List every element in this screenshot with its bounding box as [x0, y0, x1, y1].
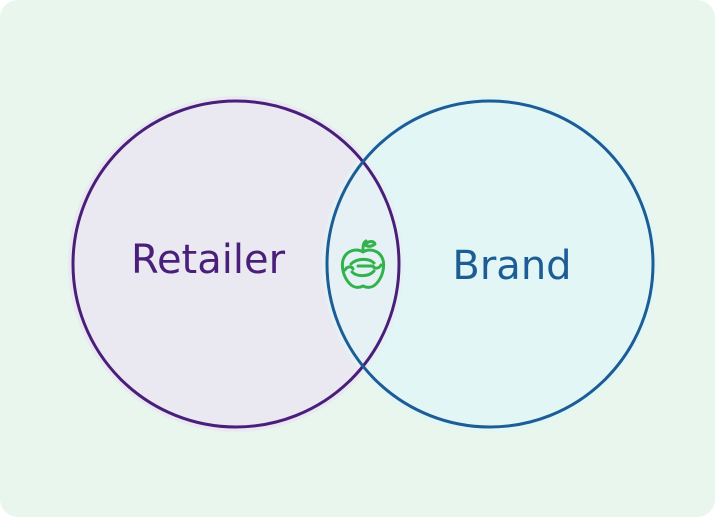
apple-icon: [340, 239, 386, 289]
brand-circle-outline: [325, 99, 655, 429]
retailer-label: Retailer: [131, 237, 286, 283]
retailer-circle: [68, 96, 404, 432]
brand-circle: [322, 96, 658, 432]
brand-label: Brand: [452, 243, 571, 289]
retailer-circle-outline: [71, 99, 401, 429]
